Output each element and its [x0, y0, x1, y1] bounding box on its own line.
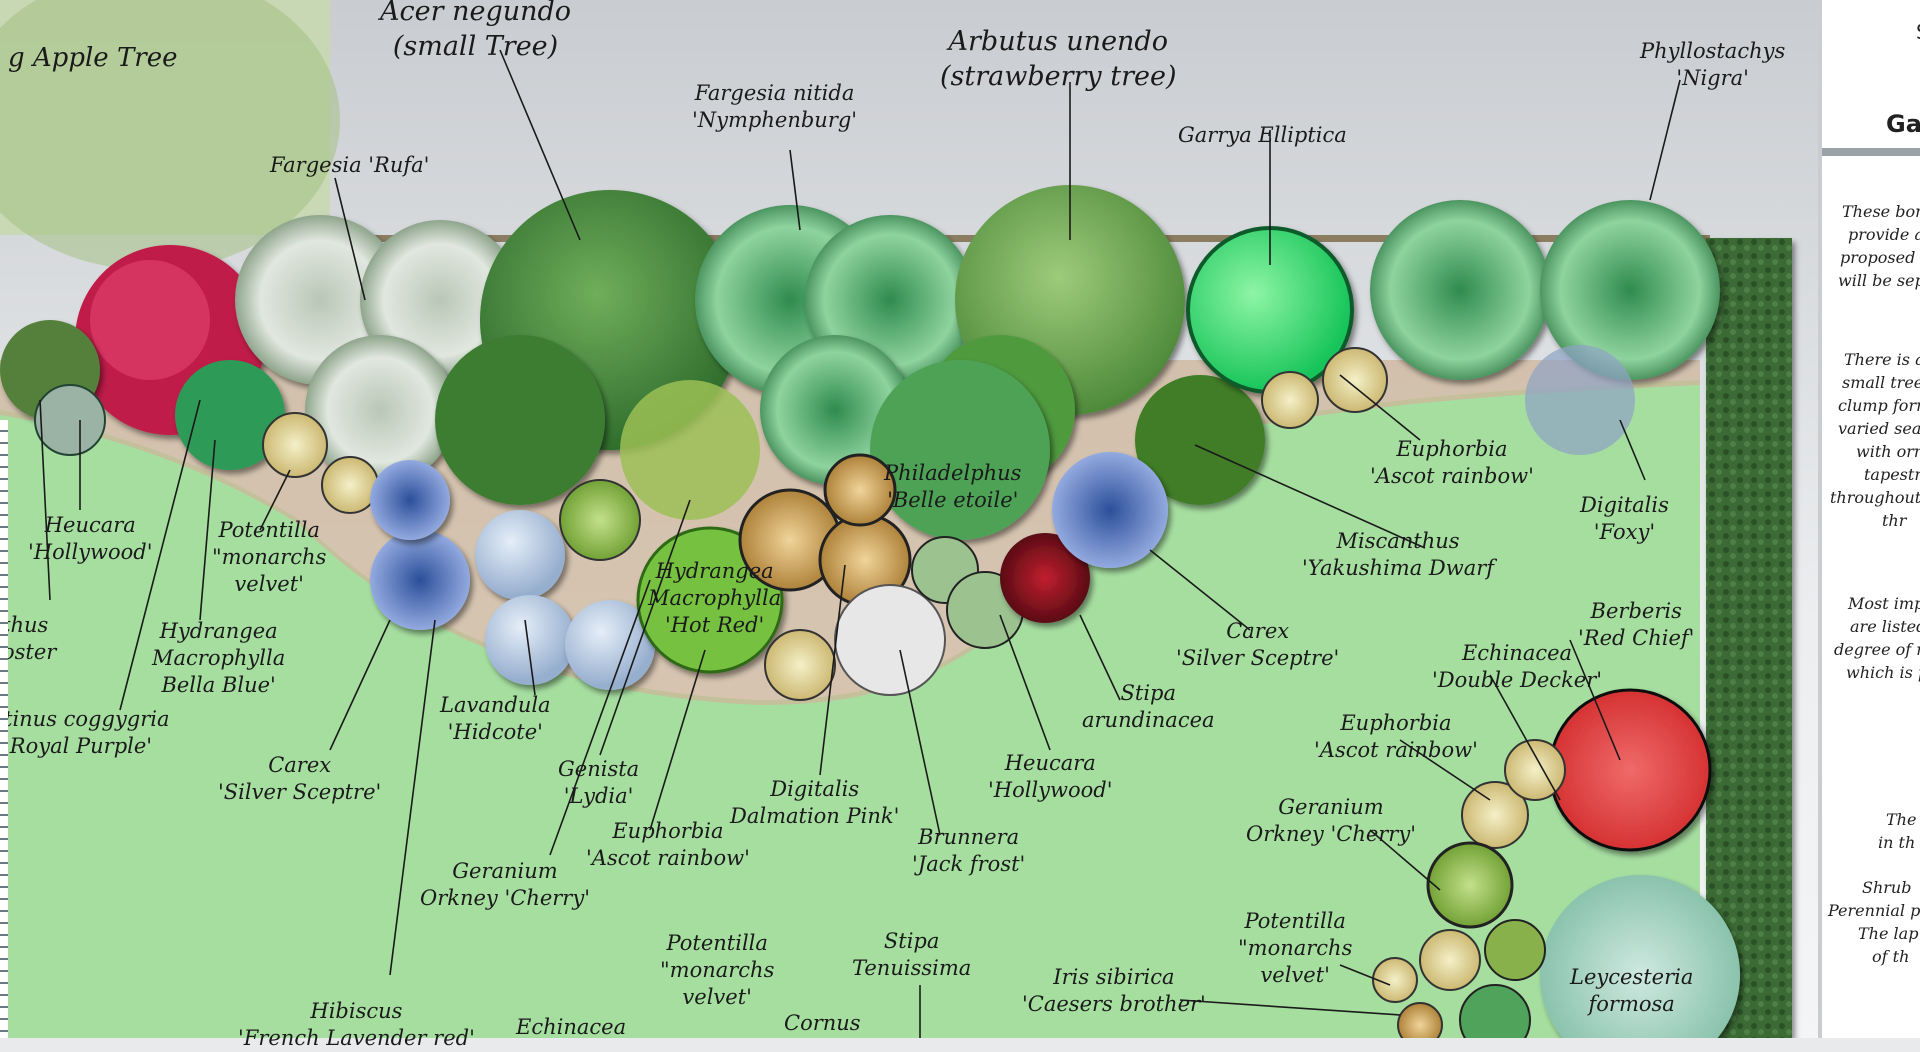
- notes-para-5: Shrub Perennial p The lap of th: [1828, 878, 1920, 966]
- notes-para-2: There is an small trees clump form varie…: [1830, 350, 1920, 530]
- label-cotinus: tinus coggygria'Royal Purple': [4, 707, 170, 758]
- phyllostachys-1: [1370, 200, 1550, 380]
- label-brunnera: Brunnera'Jack frost': [912, 825, 1026, 876]
- label-berberis: Berberis'Red Chief': [1578, 599, 1695, 650]
- label-philadelphus: Philadelphus'Belle etoile': [884, 461, 1022, 512]
- label-heucara-2: Heucara'Hollywood': [988, 751, 1113, 802]
- phyllostachys-2: [1540, 200, 1720, 380]
- label-carex-2: Carex'Silver Sceptre': [218, 753, 382, 804]
- label-echinacea-2: Echinacea: [516, 1015, 627, 1039]
- berberis-red-chief: [1548, 688, 1712, 852]
- label-hibiscus: Hibiscus'French Lavender red': [238, 999, 475, 1050]
- label-euphorbia-3: Euphorbia'Ascot rainbow': [586, 819, 750, 870]
- hydrangea-bella-blue: [175, 360, 285, 470]
- leycesteria: [1540, 875, 1740, 1038]
- label-heucara-1: Heucara'Hollywood': [28, 513, 153, 564]
- label-miscanthus: Miscanthus'Yakushima Dwarf: [1302, 529, 1495, 580]
- label-euphorbia-1: Euphorbia'Ascot rainbow': [1370, 437, 1534, 488]
- label-carex-1: Carex'Silver Sceptre': [1176, 619, 1340, 670]
- label-lavandula: Lavandula'Hidcote': [440, 693, 551, 744]
- notes-para-3: Most impo are listed degree of res which…: [1834, 594, 1920, 682]
- notes-panel-title: Gar: [1886, 110, 1920, 138]
- label-echinacea-double-decker: Echinacea'Double Decker': [1432, 641, 1603, 692]
- label-genista: Genista'Lydia': [558, 757, 640, 808]
- label-arbutus-unendo: Arbutus unendo(strawberry tree): [940, 26, 1177, 92]
- label-fargesia-nitida: Fargesia nitida'Nymphenburg': [692, 81, 858, 132]
- label-digitalis-foxy: Digitalis'Foxy': [1580, 493, 1669, 544]
- miscanthus: [1135, 375, 1265, 505]
- label-acer-negundo: Acer negundo(small Tree): [380, 0, 572, 62]
- lawn: [0, 380, 1700, 1038]
- philadelphus: [870, 360, 1050, 540]
- label-cornus: Cornus: [784, 1011, 861, 1035]
- label-fargesia-rufa: Fargesia 'Rufa': [270, 153, 430, 177]
- left-edge-strip: [0, 420, 8, 1038]
- planting-plan-drawing: [0, 0, 1820, 1038]
- label-garrya-elliptica: Garrya Elliptica: [1178, 123, 1347, 147]
- label-iris-sibirica: Iris sibirica'Caesers brother': [1022, 965, 1206, 1016]
- potentilla-disk: [262, 412, 328, 478]
- notes-para-4: The in th: [1878, 810, 1917, 852]
- notes-panel: S Gar These bord provide a proposed de w…: [1818, 0, 1920, 1038]
- brunnera: [834, 584, 946, 696]
- lavandula-1: [475, 510, 565, 600]
- label-euphorbia-2: Euphorbia'Ascot rainbow': [1314, 711, 1478, 762]
- label-phyllostachys: Phyllostachys'Nigra': [1640, 39, 1786, 90]
- geranium-green: [1426, 841, 1514, 929]
- label-apple-tree: g Apple Tree: [8, 43, 178, 73]
- notes-panel-corner-text: S: [1916, 20, 1920, 44]
- carex-blue-2: [1052, 452, 1168, 568]
- notes-panel-header: S Gar: [1822, 0, 1920, 156]
- notes-para-1: These bord provide a proposed de will be…: [1838, 202, 1920, 290]
- carex-blue-1: [370, 530, 470, 630]
- heucara-red: [1000, 533, 1090, 623]
- hedge: [1706, 238, 1792, 1038]
- leader-lines: [39, 49, 1681, 1038]
